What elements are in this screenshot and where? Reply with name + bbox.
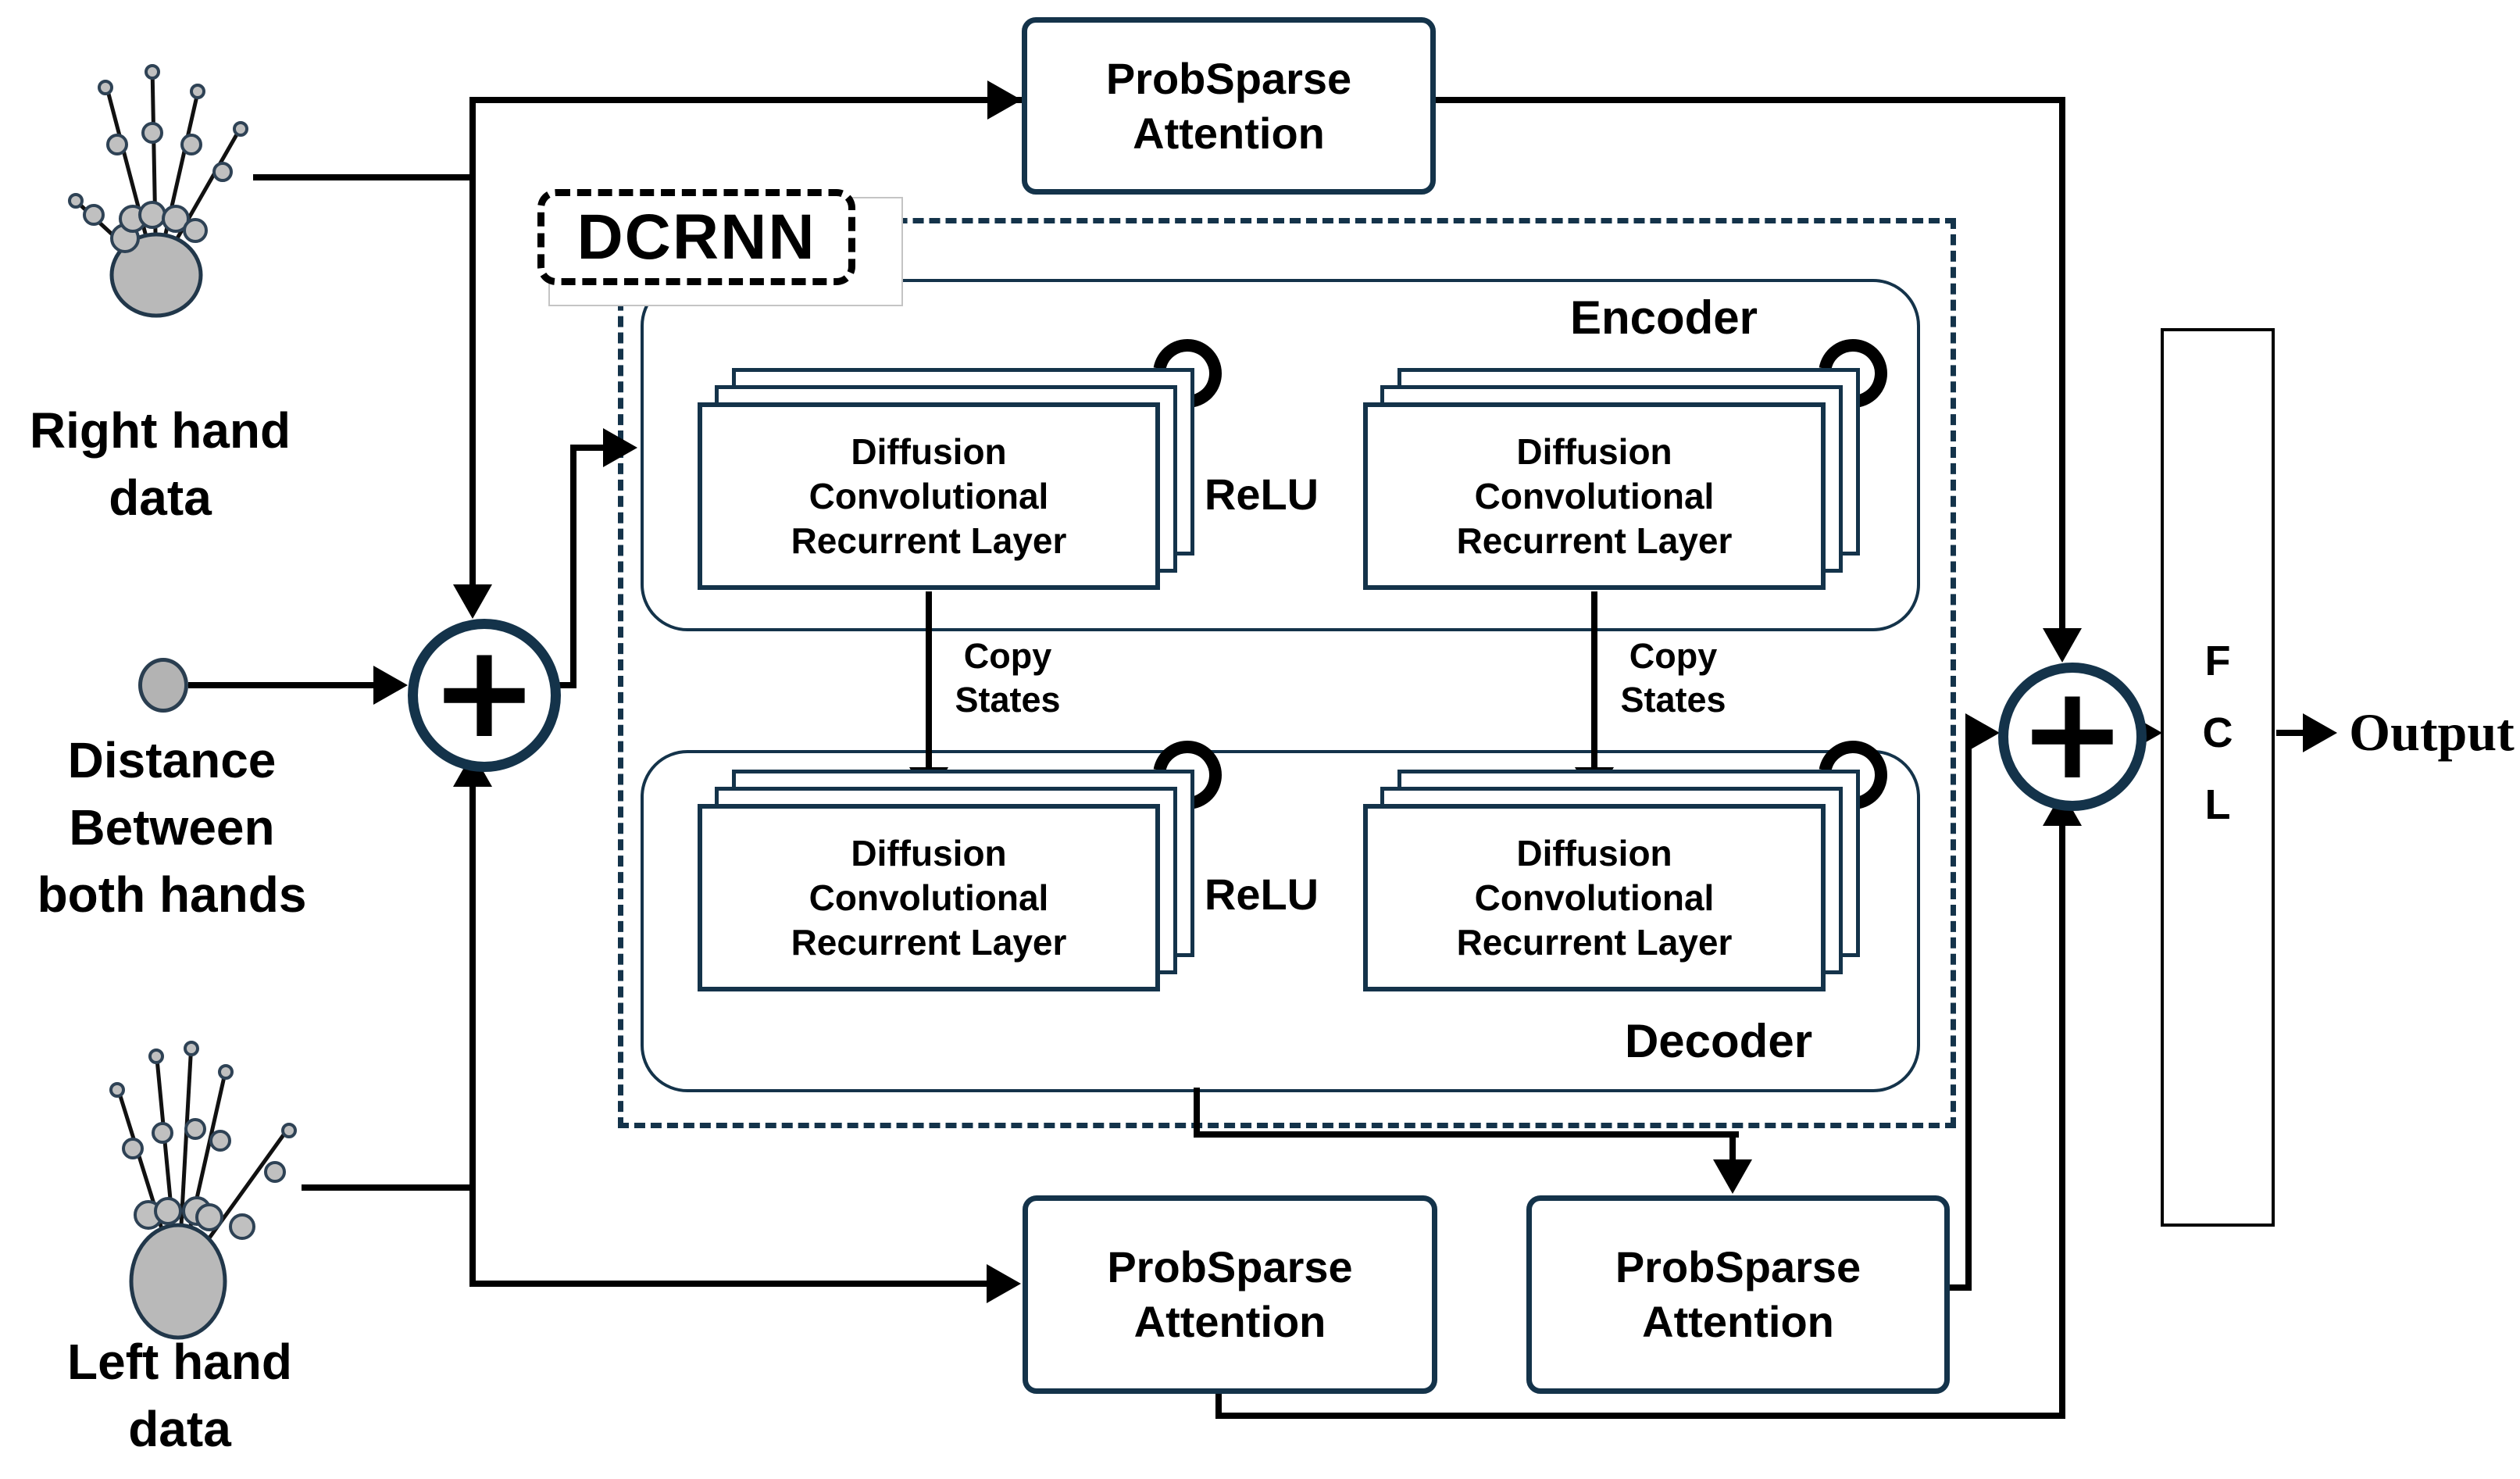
left-hand-line1: Left hand [67,1334,292,1390]
sum-node-left: + [408,619,561,772]
dcrl-line3: Recurrent Layer [1456,921,1733,963]
probsparse-line1: ProbSparse [1105,53,1352,103]
dcrl-line1: Diffusion [1516,430,1672,472]
connector-fcl-to-output [2276,730,2306,736]
encoder-box [641,279,1920,631]
encoder-label: Encoder [1569,291,1758,344]
decoder-box [641,750,1920,1092]
left-hand-label: Left hand data [23,1328,336,1463]
dcrl-line2: Convolutional [1474,475,1715,516]
connector-righthand-feeder [253,174,473,180]
right-hand-skeleton-icon [68,64,248,318]
copy-states-label-right: Copy States [1607,634,1740,722]
copy-states-label-left: Copy States [941,634,1074,722]
dcrl-decoder-left [698,804,1160,991]
dcrnn-dashed-box [618,218,1956,1128]
dcrl-line3: Recurrent Layer [1456,520,1733,561]
arrowhead-into-sum2-top [2043,628,2082,663]
sum-node-right: + [1998,663,2147,811]
dcrl-line2: Convolutional [808,877,1049,918]
arrowhead-into-bottomleft-attention [987,1264,1021,1303]
connector-sum1-out-h2 [570,445,605,451]
arrowhead-into-sum1-top [453,584,492,619]
plus-sign: + [2018,657,2127,808]
distance-line1: Distance [67,732,277,788]
decoder-label: Decoder [1624,1015,1813,1067]
distance-line3: both hands [37,866,307,923]
probsparse-line1: ProbSparse [1107,1242,1353,1291]
connector-top-right [1425,97,2065,103]
left-hand-line2: data [128,1401,231,1457]
probsparse-line1: ProbSparse [1615,1242,1861,1291]
relu-label-decoder: ReLU [1204,870,1319,919]
probsparse-line2: Attention [1133,108,1325,158]
connector-bottom-riser [2059,825,2065,1419]
connector-trunk-upper [469,97,476,585]
dcrl-line1: Diffusion [851,832,1007,873]
plus-sign: + [430,616,539,766]
connector-copystates-left [926,591,932,769]
dcrl-line1: Diffusion [851,430,1007,472]
connector-decoder-out-v1 [1194,1088,1200,1138]
connector-bottomright-out-h [1940,1284,1972,1291]
connector-bottomright-riser [1965,736,1972,1291]
arrowhead-into-top-attention [987,80,1022,120]
arrowhead-into-sum1-left [373,666,408,705]
fcl-letter-c: C [2202,709,2233,756]
distance-label: Distance Between both hands [0,727,344,928]
connector-bottomleft-out-v [1215,1383,1222,1419]
dcrnn-label: DCRNN [537,189,855,285]
fcl-letter-l: L [2204,781,2231,828]
dcrl-line3: Recurrent Layer [791,921,1067,963]
relu-label-encoder: ReLU [1204,470,1319,519]
copy-line: Copy [1629,636,1718,676]
connector-decoder-out-v2 [1729,1131,1736,1161]
connector-lefthand-feeder [302,1184,473,1191]
dcrl-decoder-left-text: Diffusion Convolutional Recurrent Layer [698,804,1160,991]
arrowhead-into-encoder [603,428,637,467]
dcrl-line2: Convolutional [808,475,1049,516]
dcrl-encoder-right [1363,402,1826,590]
probsparse-attention-top: ProbSparse Attention [1022,17,1436,195]
connector-sum1-out-v [570,451,576,688]
connector-drop-to-sum2 [2059,97,2065,630]
states-line: States [955,680,1061,720]
arrowhead-into-output [2303,713,2337,752]
probsparse-attention-bottom-left: ProbSparse Attention [1023,1195,1437,1394]
right-hand-label: Right hand data [8,397,312,531]
probsparse-line2: Attention [1133,1297,1326,1346]
right-hand-line2: data [109,470,212,526]
fcl-letters: F C L [2161,625,2275,841]
dcrl-encoder-left-text: Diffusion Convolutional Recurrent Layer [698,402,1160,590]
connector-top-left [472,97,1025,103]
distance-line2: Between [69,799,275,856]
connector-distance-to-sum1 [188,682,374,688]
connector-decoder-out-h [1194,1131,1739,1138]
dcrl-decoder-right-text: Diffusion Convolutional Recurrent Layer [1363,804,1826,991]
dcrnn-label-text: DCRNN [576,201,816,273]
distance-node-icon [138,658,188,713]
fcl-letter-f: F [2204,638,2231,684]
connector-trunk-lower [469,787,476,1287]
arrowhead-into-sum2-left [1965,713,2000,752]
dcrl-line3: Recurrent Layer [791,520,1067,561]
fcl-box [2161,328,2275,1227]
arrowhead-into-bottomright-attention [1713,1159,1752,1194]
connector-bottom-long [1215,1413,2065,1419]
probsparse-line2: Attention [1642,1297,1834,1346]
connector-copystates-right [1591,591,1597,769]
dcrl-line2: Convolutional [1474,877,1715,918]
dcrl-encoder-right-text: Diffusion Convolutional Recurrent Layer [1363,402,1826,590]
copy-line: Copy [963,636,1052,676]
dcrl-decoder-right [1363,804,1826,991]
left-hand-skeleton-icon [109,1041,297,1340]
probsparse-attention-bottom-right: ProbSparse Attention [1526,1195,1950,1394]
dcrl-line1: Diffusion [1516,832,1672,873]
dcrl-encoder-left [698,402,1160,590]
connector-into-bottomleft-attention [472,1281,987,1287]
states-line: States [1620,680,1726,720]
output-label: Output [2349,702,2515,762]
right-hand-line1: Right hand [29,402,291,459]
